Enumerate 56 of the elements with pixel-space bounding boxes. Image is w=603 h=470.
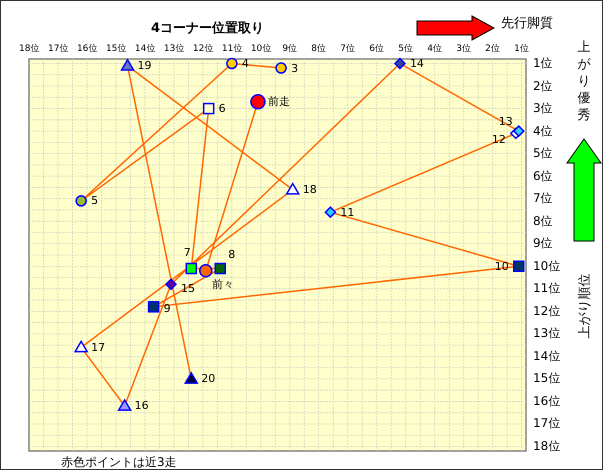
axis-tick-label: 3位 [533,100,553,118]
axis-tick-label: 10位 [250,42,272,55]
axis-tick-label: 14位 [134,42,156,55]
axis-tick-label: 13位 [533,325,560,342]
note-text: 先行脚質 [501,15,553,32]
axis-tick-label: 15位 [533,370,560,388]
point-label: 11 [340,206,354,219]
axis-tick-label: 6位 [369,42,384,55]
point-label: 3 [291,62,298,74]
point-label: 18 [302,183,317,196]
axis-tick-label: 8位 [533,212,553,230]
axis-tick-label: 12位 [192,42,214,55]
point-label: 17 [91,340,106,354]
point-label: 5 [91,194,98,208]
axis-tick-label: 3位 [456,42,471,55]
axis-tick-label: 2位 [485,42,500,55]
axis-tick-label: 11位 [222,42,242,55]
point-label: 9 [164,302,171,316]
axis-tick-label: 2位 [533,78,553,95]
axis-tick-label: 16位 [76,42,98,55]
axis-tick-label: 4位 [427,42,442,55]
axis-tick-label: 16位 [533,392,560,410]
point-label: 14 [410,57,424,70]
axis-tick-label: 1位 [533,55,553,72]
axis-tick-label: 17位 [48,42,68,55]
axis-tick-label: 7位 [533,190,553,208]
axis-tick-label: 5位 [398,42,413,55]
point-label: 8 [228,248,236,262]
axis-tick-label: 12位 [533,302,560,320]
point-label: 前走 [268,94,290,110]
axis-tick-label: 14位 [533,348,560,365]
axis-tick-label: 10位 [533,258,560,275]
point-label: 16 [134,399,149,412]
axis-tick-label: 7位 [340,42,355,55]
axis-title: 上がり優秀 [577,39,591,124]
axis-tick-label: 17位 [533,415,560,432]
axis-tick-label: 18位 [533,438,560,455]
axis-tick-label: 9位 [533,235,553,252]
chart-title: 4コーナー位置取り [151,20,264,37]
axis-tick-label: 6位 [533,168,553,185]
axis-tick-label: 4位 [533,122,553,140]
axis-title: 上がり順位 [576,274,593,338]
axis-tick-label: 8位 [311,42,326,55]
point-label: 7 [184,246,191,260]
point-label: 20 [201,372,216,386]
axis-tick-label: 13位 [164,42,184,55]
axis-tick-label: 1位 [514,42,529,55]
note-text: 赤色ポイントは近3走 [61,454,177,469]
axis-tick-label: 15位 [106,42,126,55]
point-label: 6 [218,102,226,116]
axis-tick-label: 5位 [533,145,553,162]
axis-tick-label: 18位 [19,42,40,55]
point-label: 19 [138,59,152,72]
axis-tick-label: 11位 [533,280,560,298]
point-label: 前々 [212,277,234,292]
axis-tick-label: 9位 [282,42,298,55]
